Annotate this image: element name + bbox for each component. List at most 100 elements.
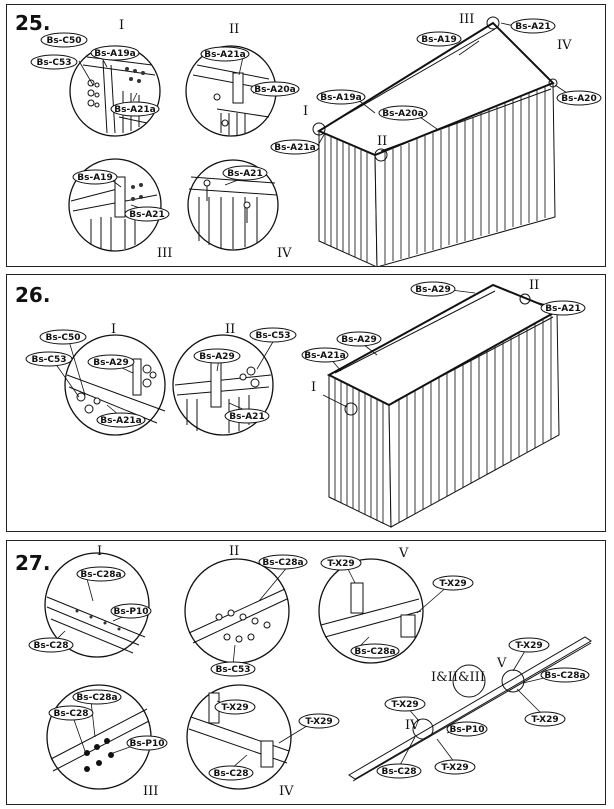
part-tag: Bs-A21 [222,165,268,181]
detail-circle-IV [187,159,279,251]
detail-label-roman: IV [279,784,294,799]
part-tag: Bs-C28a [76,566,126,582]
part-tag: Bs-A21a [301,347,349,363]
svg-text:T-X29: T-X29 [305,717,332,727]
part-tag: Bs-P10 [126,735,168,751]
part-tag: Bs-C28a [258,554,308,570]
svg-text:Bs-A21: Bs-A21 [545,304,580,314]
svg-text:Bs-A20a: Bs-A20a [382,109,424,119]
svg-text:Bs-C28a: Bs-C28a [262,558,303,568]
svg-text:Bs-C28a: Bs-C28a [76,693,117,703]
svg-text:Bs-C28: Bs-C28 [53,709,88,719]
part-tag: Bs-A29 [87,354,135,370]
part-tag: Bs-A21a [96,412,146,428]
overview-roman: II [529,278,539,293]
part-tag: Bs-C28a [540,667,590,683]
detail-label-roman: IV [277,246,292,261]
part-tag: T-X29 [298,713,340,729]
detail-circle-II [185,45,277,137]
part-tag: Bs-A19 [72,169,118,185]
svg-text:Bs-A29: Bs-A29 [199,352,234,362]
overview-roman: V [496,656,507,671]
part-tag: Bs-A20a [378,105,428,121]
svg-text:Bs-C28: Bs-C28 [213,769,248,779]
part-tag: Bs-A21a [200,46,250,62]
overview-roman: IV [405,718,420,733]
step-number: 27. [15,551,51,575]
svg-text:Bs-C53: Bs-C53 [31,355,66,365]
overview-roman: IV [557,38,572,53]
svg-text:Bs-A19: Bs-A19 [77,173,112,183]
part-tag: Bs-A19a [316,89,366,105]
part-tag: Bs-A21 [224,408,270,424]
shed-overview [326,283,560,528]
part-tag: Bs-A29 [336,331,382,347]
part-tag: Bs-A19 [416,31,462,47]
step-26-panel: 26. [6,274,606,532]
part-tag: Bs-C53 [30,54,78,70]
step-number: 26. [15,283,51,307]
part-tag: Bs-A29 [410,281,456,297]
svg-text:Bs-C50: Bs-C50 [46,36,81,46]
detail-circle-II [184,558,290,664]
detail-label-roman: I [111,322,116,337]
svg-text:Bs-A19a: Bs-A19a [94,49,136,59]
svg-text:Bs-A21: Bs-A21 [129,210,164,220]
step-27-panel: 27. [6,540,606,805]
step-number: 25. [15,11,51,35]
svg-text:T-X29: T-X29 [327,559,354,569]
svg-text:Bs-C28: Bs-C28 [33,641,68,651]
part-tag: Bs-P10 [446,721,488,737]
detail-label-roman: I [119,18,124,33]
svg-text:Bs-A21a: Bs-A21a [204,50,246,60]
svg-text:Bs-A20: Bs-A20 [561,94,596,104]
part-tag: Bs-C28a [350,643,400,659]
svg-text:T-X29: T-X29 [515,641,542,651]
svg-text:Bs-A19: Bs-A19 [421,35,456,45]
svg-text:T-X29: T-X29 [391,700,418,710]
svg-text:Bs-P10: Bs-P10 [129,739,164,749]
part-tag: Bs-C50 [39,329,87,345]
part-tag: Bs-C53 [249,327,297,343]
step-25-illustration: I II III IV III IV I II Bs-C50 Bs-C53 Bs… [30,12,602,266]
svg-text:Bs-A29: Bs-A29 [341,335,376,345]
svg-text:Bs-P10: Bs-P10 [449,725,484,735]
part-tag: Bs-A20a [250,81,300,97]
svg-text:Bs-C53: Bs-C53 [255,331,290,341]
svg-text:Bs-P10: Bs-P10 [113,607,148,617]
part-tag: T-X29 [524,711,566,727]
part-tag: Bs-A21a [110,101,160,117]
part-tag: Bs-A21 [510,18,556,34]
svg-text:Bs-C53: Bs-C53 [215,665,250,675]
overview-roman: I&II&III [431,670,485,685]
detail-circle-IV [186,684,292,790]
svg-text:Bs-A21a: Bs-A21a [304,351,346,361]
shed-overview [312,16,558,266]
part-tag: Bs-C50 [40,32,88,48]
svg-text:Bs-A21: Bs-A21 [229,412,264,422]
overview-roman: III [459,12,474,27]
detail-circle-V [318,558,424,664]
svg-text:Bs-A21a: Bs-A21a [114,105,156,115]
detail-label-roman: I [97,544,102,559]
part-tag: Bs-C28 [48,705,94,721]
part-tag: T-X29 [432,575,474,591]
part-tag: T-X29 [434,759,476,775]
detail-label-roman: II [229,544,239,559]
overview-roman: I [303,104,308,119]
detail-label-roman: V [398,546,409,561]
detail-label-roman: II [225,322,235,337]
part-tag: Bs-C53 [210,661,256,677]
part-tag: Bs-C53 [25,351,73,367]
part-tag: Bs-C28 [28,637,74,653]
step-26-illustration: I II II I Bs-C50 Bs-C53 Bs-A29 Bs-A21a B… [25,278,586,528]
detail-label-roman: II [229,22,239,37]
svg-text:T-X29: T-X29 [221,703,248,713]
svg-text:Bs-C28: Bs-C28 [381,767,416,777]
step-25-panel: 25. [6,4,606,267]
step-27-illustration: I II V III IV I&II&III V IV Bs-C28a Bs-P… [28,544,592,799]
part-tag: T-X29 [214,699,256,715]
svg-text:Bs-A29: Bs-A29 [93,358,128,368]
part-tag: Bs-A21 [540,300,586,316]
part-tag: Bs-A19a [90,45,140,61]
